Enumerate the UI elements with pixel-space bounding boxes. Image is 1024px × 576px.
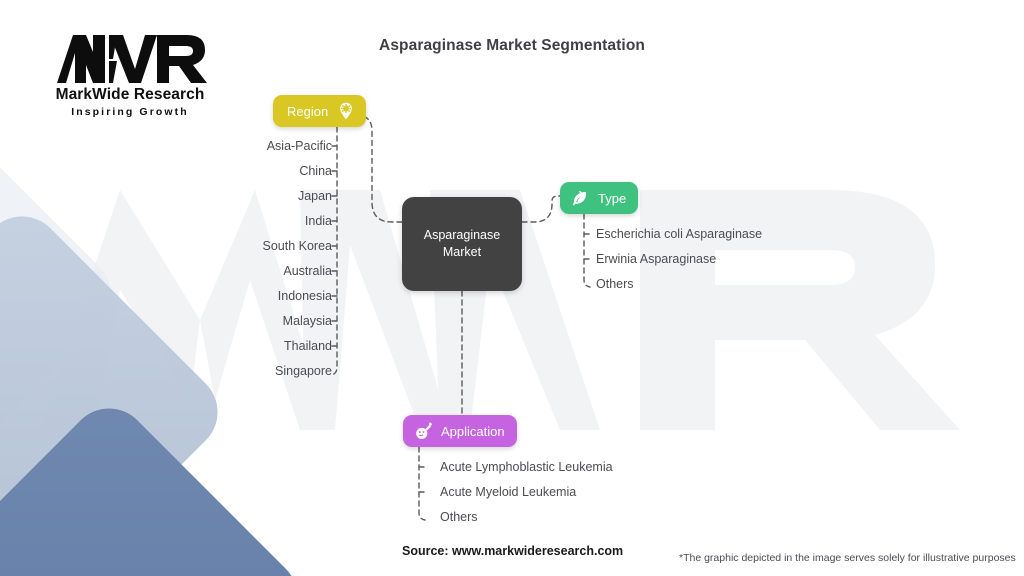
decor-square-dark <box>0 391 315 576</box>
region-item: South Korea <box>262 239 333 253</box>
logo-tagline: Inspiring Growth <box>71 106 189 118</box>
region-item: China <box>299 164 332 178</box>
mwr-monogram-icon <box>56 35 207 83</box>
application-item: Acute Myeloid Leukemia <box>440 485 577 499</box>
region-item: Thailand <box>284 339 332 353</box>
region-item: Malaysia <box>282 314 332 328</box>
branch-badge-application-label: Application <box>441 423 505 439</box>
wire-application-trunk <box>418 446 426 521</box>
wire-type-trunk <box>583 213 591 288</box>
page-title: Asparaginase Market Segmentation <box>379 37 645 54</box>
branch-badge-type-label: Type <box>598 190 627 206</box>
location-pin-icon <box>335 100 357 122</box>
application-item: Others <box>440 510 478 524</box>
wire-center-to-region <box>349 114 403 223</box>
region-item: Indonesia <box>277 289 332 303</box>
disclaimer-label: *The graphic depicted in the image serve… <box>679 552 1016 564</box>
type-item: Erwinia Asparaginase <box>596 252 717 266</box>
region-item: Australia <box>283 264 332 278</box>
decor-square-faint <box>0 132 128 458</box>
branch-badge-type[interactable]: Type <box>560 182 639 214</box>
branch-badge-region[interactable]: Region <box>273 95 367 127</box>
application-item: Acute Lymphoblastic Leukemia <box>440 460 613 474</box>
region-item: Japan <box>297 189 332 203</box>
watermark-logo <box>40 190 960 430</box>
decor-square-light <box>0 199 235 576</box>
center-node: Asparaginase Market <box>402 197 522 291</box>
logo-company-name: MarkWide Research <box>55 86 205 103</box>
branch-badge-region-label: Region <box>287 103 329 119</box>
source-label: Source: www.markwideresearch.com <box>402 544 624 558</box>
flask-icon <box>412 420 434 442</box>
center-node-label: Asparaginase Market <box>423 228 501 259</box>
region-item: Asia-Pacific <box>266 139 332 153</box>
type-item: Others <box>596 277 634 291</box>
region-item: Singapore <box>275 364 332 378</box>
branch-badge-application[interactable]: Application <box>403 415 517 447</box>
leaf-icon <box>569 187 591 209</box>
type-item: Escherichia coli Asparaginase <box>596 227 763 241</box>
region-item: India <box>304 214 332 228</box>
brand-logo: MarkWide Research Inspiring Growth <box>30 33 230 118</box>
